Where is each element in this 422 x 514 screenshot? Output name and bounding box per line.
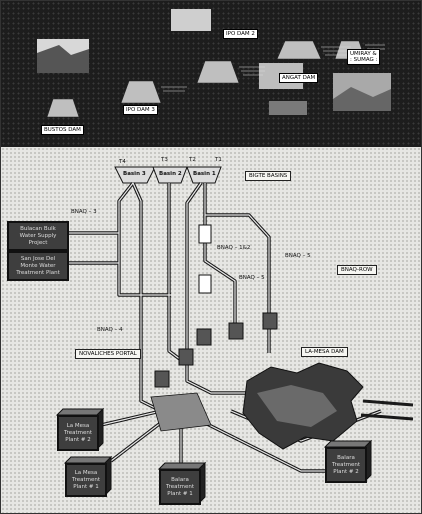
basin-2-shape (152, 166, 188, 184)
novaliches-portal-label: NOVALICHES PORTAL (75, 349, 141, 359)
label-ipo-dam-3: IPO DAM 3 (123, 105, 158, 115)
spillway-angat (321, 46, 351, 56)
photo-river (269, 101, 307, 115)
photo-umiray-shade (333, 87, 391, 111)
tunnel-t1: T1 (215, 157, 222, 163)
label-angat-dam: ANGAT DAM (279, 73, 319, 83)
bnaq-row-label: BNAQ-ROW (337, 265, 377, 275)
tunnel-t3: T3 (161, 157, 168, 163)
facility-san-jose-del-monte: San Jose Del Monte Water Treatment Plant (7, 251, 69, 281)
basin-3-shape (114, 166, 156, 184)
pipe-bnaq3 (117, 181, 171, 297)
spillway-ipo3 (161, 86, 187, 92)
bigte-basins-label: BIGTE BASINS (245, 171, 292, 181)
valve-bnaq12-lower (198, 274, 212, 294)
pipe-east-2 (360, 413, 414, 421)
spillway-ipo2 (239, 66, 265, 76)
label-ipo-dam-2: IPO DAM 2 (223, 29, 258, 39)
plant-lamesa-tp1: La Mesa Treatment Plant # 1 (65, 463, 107, 497)
lamesa-dam-label: LA-MESA DAM (301, 347, 348, 357)
plant-lamesa-tp2: La Mesa Treatment Plant # 2 (57, 415, 99, 451)
pipe-bnaq12-b (185, 182, 203, 341)
basin-1-label: Basin 1 (193, 171, 216, 177)
basin-2-label: Basin 2 (159, 171, 182, 177)
aqueduct-bnaq12-label: BNAQ – 1&2 (217, 245, 251, 251)
plant-balara-tp1: Balara Treatment Plant # 1 (159, 469, 201, 505)
dam-angat-body (276, 40, 322, 60)
tunnel-t4: T4 (119, 159, 126, 165)
pipe-bnaq12-a (167, 183, 187, 365)
station-2 (228, 322, 244, 340)
pipe-east-1 (362, 399, 414, 407)
basin-3-label: Basin 3 (123, 171, 146, 177)
aqueduct-bnaq5b-label: BNAQ – 5 (239, 275, 265, 281)
novaliches-portal-block (150, 392, 212, 432)
dam-bustos-body (46, 98, 80, 118)
dam-ipo2-body (196, 60, 240, 84)
valve-bnaq12-upper (198, 224, 212, 244)
facility-bulacan-bulk-water: Bulacan Bulk Water Supply Project (7, 221, 69, 251)
station-4 (178, 348, 194, 366)
photo-left-shade (37, 45, 89, 73)
tunnel-t2: T2 (189, 157, 196, 163)
station-5 (154, 370, 170, 388)
plant-balara-tp2: Balara Treatment Plant # 2 (325, 447, 367, 483)
basin-1-shape (186, 166, 222, 184)
aqueduct-bnaq4-label: BNAQ – 4 (97, 327, 123, 333)
lamesa-reservoir-inner (257, 385, 337, 427)
label-umiray-sumag: UMIRAY & : SUMAG : (347, 49, 381, 65)
dam-ipo3-body (120, 80, 162, 104)
aqueduct-bnaq5-label: BNAQ – 5 (285, 253, 311, 259)
pipe-bnaq4 (131, 182, 143, 361)
label-bustos-dam: BUSTOS DAM (41, 125, 84, 135)
aqueduct-bnaq3-label: BNAQ – 3 (71, 209, 97, 215)
pipe-bnaq5 (203, 183, 271, 321)
station-3 (196, 328, 212, 346)
station-1 (262, 312, 278, 330)
photo-top (171, 9, 211, 31)
